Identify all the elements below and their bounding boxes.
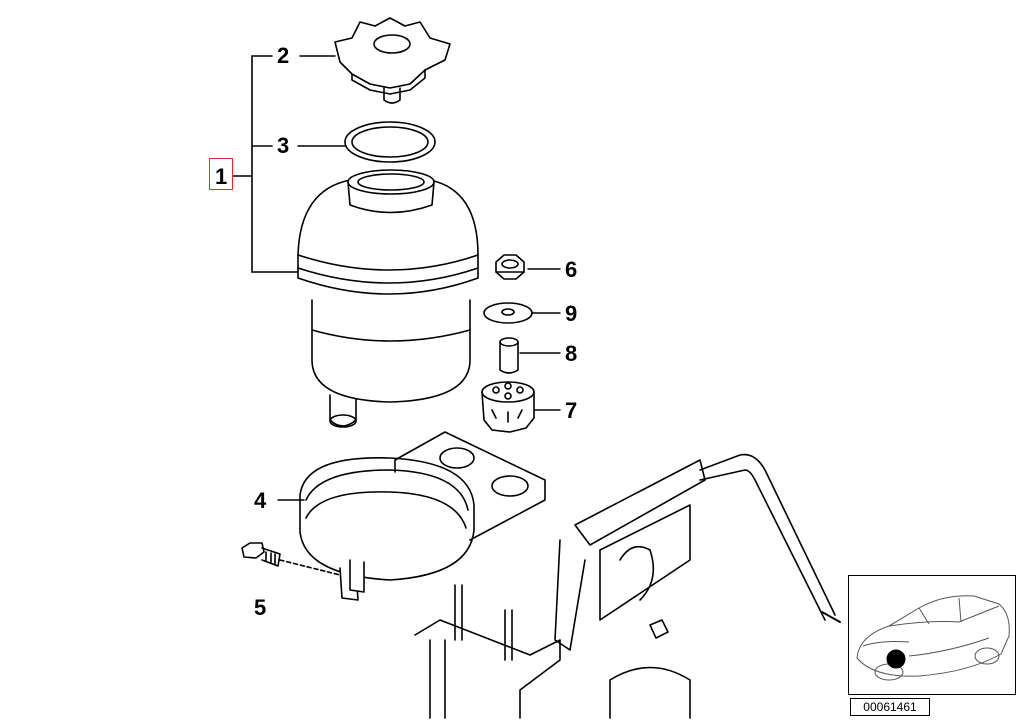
mounting-frame [414,453,841,719]
callout-3[interactable]: 3 [277,133,289,158]
callout-9[interactable]: 9 [565,301,577,326]
callout-6[interactable]: 6 [565,257,577,282]
callout-2[interactable]: 2 [277,43,289,68]
reservoir-cap [334,17,451,104]
callout-7[interactable]: 7 [565,398,577,423]
bolt [241,542,341,576]
callout-8[interactable]: 8 [565,341,577,366]
rubber-mount [481,381,535,433]
sleeve [499,337,519,374]
washer [483,302,533,324]
hex-nut [495,254,525,280]
expansion-tank [297,169,479,428]
car-outline-icon [856,595,1010,681]
callout-leaders [277,55,561,501]
callout-5[interactable]: 5 [254,595,266,620]
selected-callout-frame [209,158,233,190]
location-marker [886,649,906,669]
vehicle-location-inset [848,575,1016,695]
callout-4[interactable]: 4 [254,488,267,513]
callout-1[interactable]: 1 [215,164,227,189]
assembly-bracket [232,55,299,273]
holder-clamp [299,431,546,601]
o-ring [344,121,436,163]
reference-number: 00061461 [850,698,930,716]
